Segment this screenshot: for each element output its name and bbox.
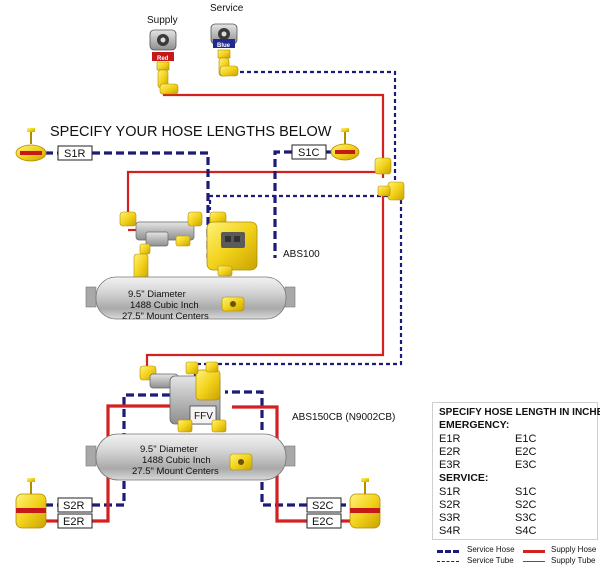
relay-valve-upper — [119, 211, 203, 281]
tag-s1c: S1C — [291, 144, 327, 160]
service-hose-swatch — [437, 550, 459, 553]
service-tube-main — [193, 70, 403, 385]
elbow-fittings-top — [159, 65, 239, 95]
service-label: Service — [210, 3, 244, 14]
hose-cell: S4C — [515, 525, 537, 537]
hose-cell: E1C — [515, 433, 537, 445]
service-gladhand — [210, 23, 238, 77]
tank-lower-line2: 1488 Cubic Inch — [142, 455, 211, 466]
tee-fittings-right — [374, 157, 405, 201]
service-gladhand-color: Blue — [217, 43, 231, 49]
hose-cell: S1R — [439, 486, 461, 498]
tank-upper-line3: 27.5" Mount Centers — [122, 311, 209, 322]
svg-text:E2C: E2C — [312, 516, 333, 528]
hose-cell: E3C — [515, 459, 537, 471]
supply-tube-swatch — [523, 561, 545, 562]
svg-text:S2C: S2C — [312, 500, 333, 512]
abs100-module — [206, 211, 258, 277]
hose-cell: S2R — [439, 499, 461, 511]
ffv-valve-assembly — [139, 361, 227, 433]
supply-gladhand — [149, 29, 177, 89]
tank-upper-line2: 1488 Cubic Inch — [130, 300, 199, 311]
hose-cell: S2C — [515, 499, 537, 511]
page-heading: SPECIFY YOUR HOSE LENGTHS BELOW — [50, 124, 332, 140]
svg-text:E2R: E2R — [63, 516, 84, 528]
tag-s2c: S2C — [306, 497, 342, 513]
supply-hose-legend: Supply Hose — [551, 545, 597, 554]
air-tank-upper — [85, 276, 296, 320]
hose-cell: E3R — [439, 459, 461, 471]
hose-cell: S4R — [439, 525, 461, 537]
supply-label: Supply — [147, 15, 178, 26]
s1c-hose — [273, 150, 338, 258]
brake-chamber-s1c — [330, 128, 360, 161]
svg-text:S1C: S1C — [298, 147, 319, 159]
service-heading: SERVICE: — [439, 472, 489, 484]
supply-tube-legend: Supply Tube — [551, 556, 596, 565]
tag-s2r: S2R — [57, 497, 93, 513]
service-hose-legend: Service Hose — [467, 545, 515, 554]
line-legend: Service Hose Supply Hose Service Tube Su… — [437, 543, 597, 567]
hose-length-table: SPECIFY HOSE LENGTH IN INCHES EMERGENCY:… — [432, 402, 600, 540]
tag-e2c: E2C — [306, 513, 342, 529]
hose-cell: E2R — [439, 446, 461, 458]
abs150cb-label: ABS150CB (N9002CB) — [292, 412, 395, 423]
air-tank-lower — [85, 433, 296, 481]
ffv-label: FFV — [194, 411, 213, 422]
s1r-hose — [45, 151, 210, 258]
brake-chamber-lower-right — [349, 478, 381, 529]
tag-e2r: E2R — [57, 513, 93, 529]
hose-cell: E1R — [439, 433, 461, 445]
supply-hose-swatch — [523, 550, 545, 553]
supply-gladhand-color: Red — [157, 56, 169, 62]
brake-chamber-s1r — [15, 128, 47, 162]
hose-cell: E2C — [515, 446, 537, 458]
tag-s1r: S1R — [57, 145, 93, 161]
svg-text:S1R: S1R — [64, 148, 85, 160]
emergency-heading: EMERGENCY: — [439, 419, 510, 431]
abs100-label: ABS100 — [283, 249, 320, 260]
hose-cell: S1C — [515, 486, 537, 498]
tank-upper-line1: 9.5" Diameter — [128, 289, 186, 300]
hose-cell: S3C — [515, 512, 537, 524]
hose-table-title: SPECIFY HOSE LENGTH IN INCHES — [439, 407, 600, 418]
brake-chamber-lower-left — [15, 478, 47, 529]
svg-text:S2R: S2R — [63, 500, 84, 512]
service-tube-legend: Service Tube — [467, 556, 514, 565]
tank-lower-line1: 9.5" Diameter — [140, 444, 198, 455]
tank-lower-line3: 27.5" Mount Centers — [132, 466, 219, 477]
hose-cell: S3R — [439, 512, 461, 524]
service-tube-swatch — [437, 561, 459, 562]
